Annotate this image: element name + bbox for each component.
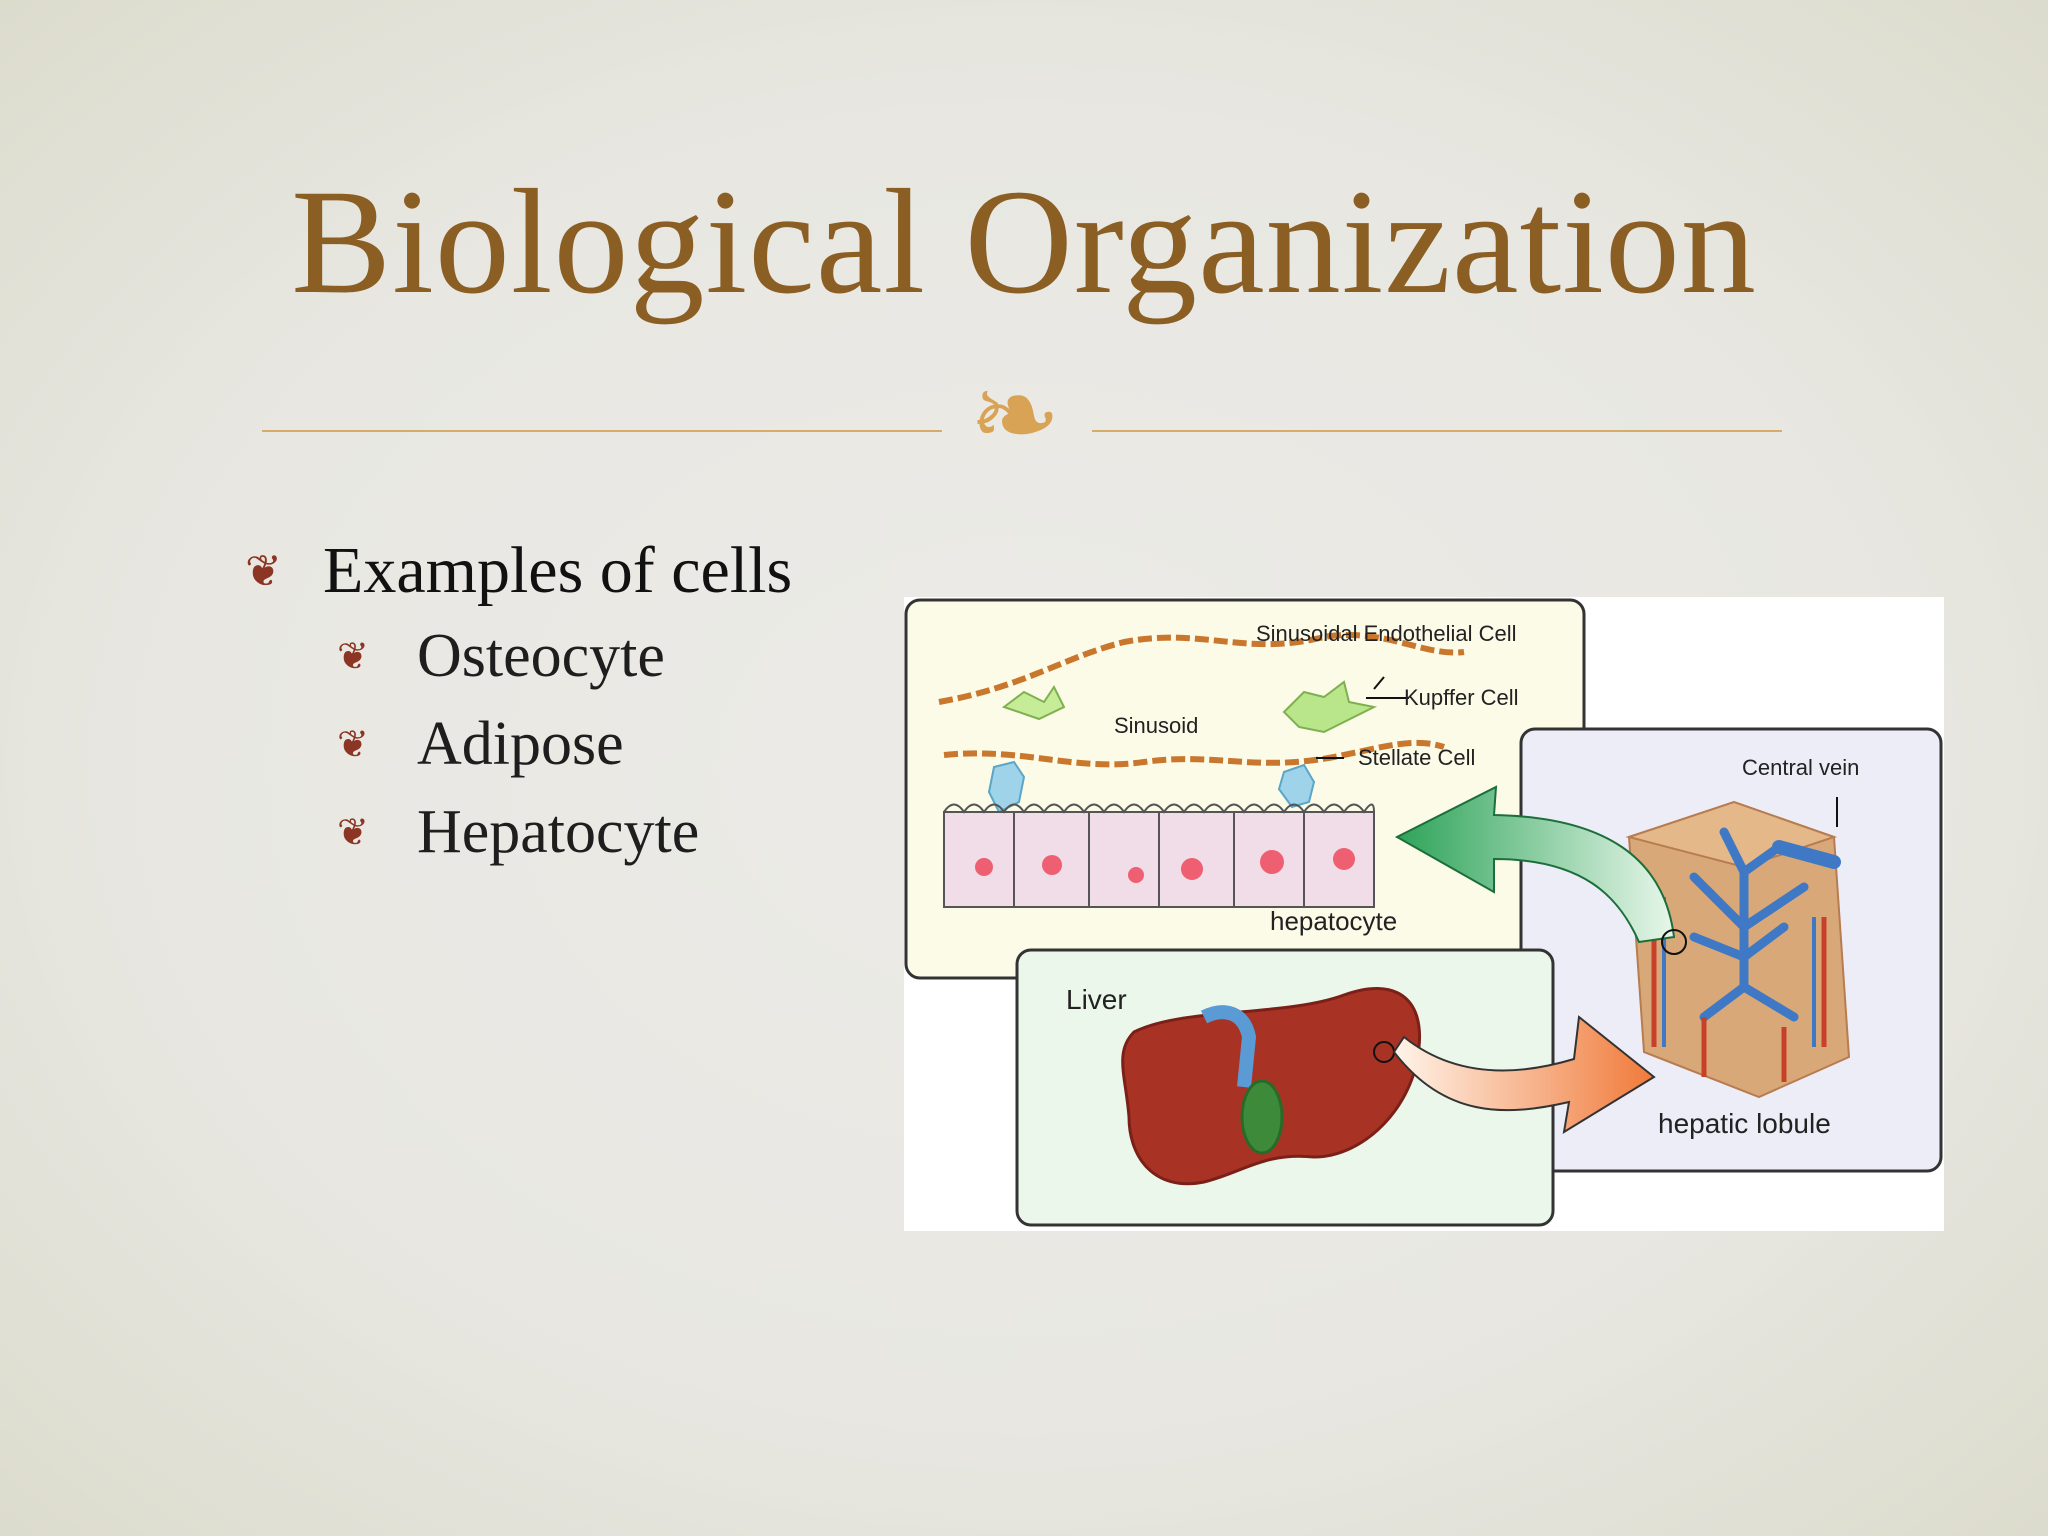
flourish-bullet-icon: ❦ [245,545,282,597]
sub-bullet-item: ❦ Osteocyte [337,612,792,700]
sub-bullet-text: Hepatocyte [417,797,700,866]
liver-diagram: Sinusoidal Endothelial Cell Kupffer Cell… [904,597,1944,1231]
title-divider-right [1092,430,1782,432]
sub-bullet-item: ❦ Hepatocyte [337,788,792,876]
label-liver: Liver [1066,984,1127,1015]
bullet-text: Examples of cells [323,534,793,607]
label-sinusoidal-endothelial: Sinusoidal Endothelial Cell [1256,621,1517,646]
title-divider-left [262,430,942,432]
slide-title: Biological Organization [291,159,1757,325]
flourish-bullet-icon: ❦ [337,810,369,854]
bullet-list: ❦ Examples of cells ❦ Osteocyte ❦ Adipos… [245,530,792,876]
label-hepatic-lobule: hepatic lobule [1658,1108,1831,1139]
label-kupffer: Kupffer Cell [1404,685,1519,710]
flourish-icon: ❧ [968,351,1062,479]
label-hepatocyte: hepatocyte [1270,906,1397,936]
label-central-vein: Central vein [1742,755,1859,780]
flourish-bullet-icon: ❦ [337,722,369,766]
orange-arrow [1392,1015,1656,1134]
sub-bullet-item: ❦ Adipose [337,700,792,788]
sub-bullet-text: Osteocyte [417,621,665,690]
cell-panel: Sinusoidal Endothelial Cell Kupffer Cell… [904,598,1586,980]
bullet-item: ❦ Examples of cells [245,530,792,612]
green-arrow [1394,785,1676,944]
label-sinusoid: Sinusoid [1114,713,1198,738]
flourish-bullet-icon: ❦ [337,634,369,678]
sub-bullet-text: Adipose [417,709,624,778]
label-stellate: Stellate Cell [1358,745,1475,770]
